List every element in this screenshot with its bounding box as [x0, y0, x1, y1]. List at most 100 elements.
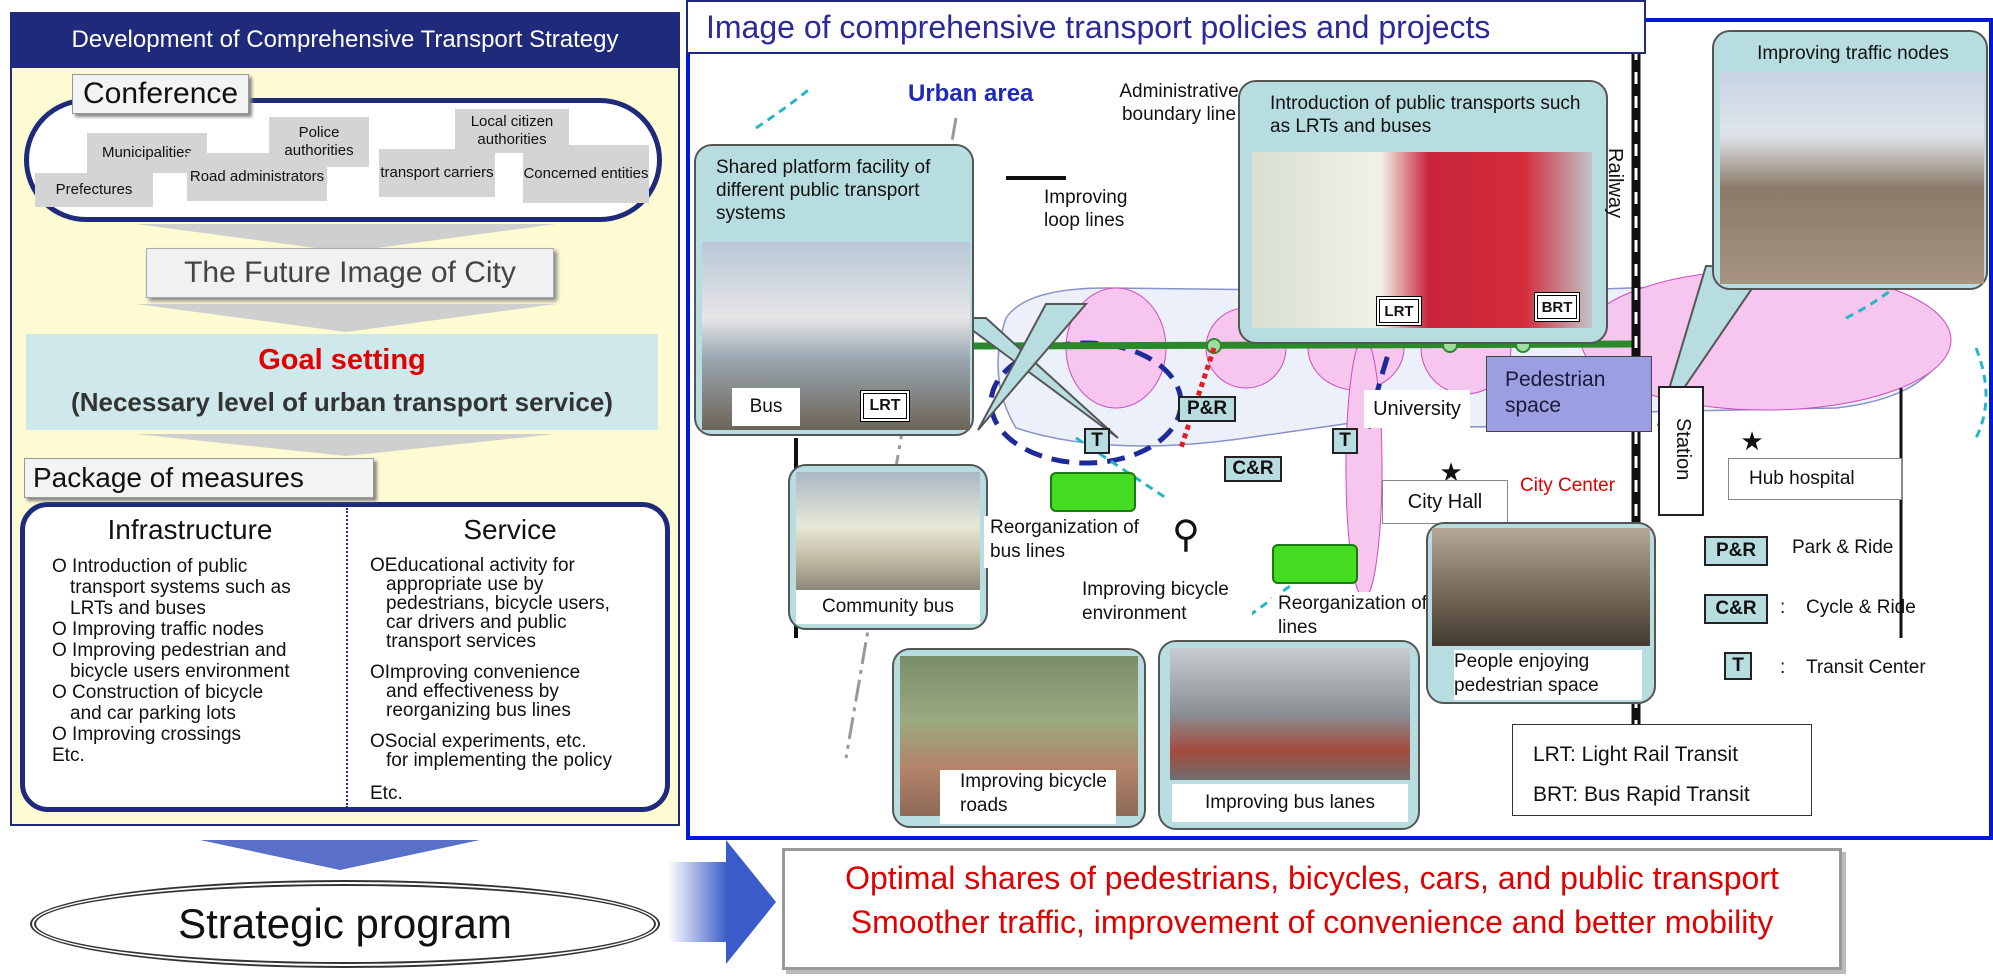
list-item: O Improving pedestrian and — [52, 640, 287, 661]
station-label: Station — [1672, 418, 1694, 481]
lrt-line — [965, 340, 1637, 350]
entity-prefectures: Prefectures — [35, 173, 153, 207]
list-item: OImproving convenience — [370, 662, 581, 683]
transit-center-icon: T — [1332, 428, 1358, 454]
leader-line — [1974, 347, 1988, 439]
list-item: and car parking lots — [70, 703, 236, 724]
boundary-line — [844, 117, 958, 759]
city-hall-label: City Hall — [1382, 480, 1508, 524]
park-ride-icon: P&R — [1178, 396, 1236, 422]
intro-public-label: Introduction of public transports such a… — [1270, 93, 1581, 137]
city-center-label: City Center — [1520, 475, 1616, 496]
shared-platform-label: Shared platform facility of different pu… — [716, 157, 931, 224]
list-item: appropriate use by — [386, 574, 544, 595]
service-list: OEducational activity for appropriate us… — [370, 556, 670, 803]
list-item: car drivers and public — [386, 612, 567, 633]
bus-icon — [1272, 544, 1358, 584]
list-item: and effectiveness by — [386, 681, 559, 702]
infrastructure-title: Infrastructure — [107, 514, 273, 545]
people-enjoying-label: People enjoying pedestrian space — [1454, 650, 1642, 700]
brt-badge: BRT — [1534, 292, 1580, 322]
outcome-box — [782, 848, 1842, 970]
flow-arrow — [136, 224, 556, 252]
package-divider — [346, 508, 348, 808]
bicycle-roads-label: Improving bicycle roads — [940, 770, 1116, 824]
university-label: University — [1364, 390, 1470, 428]
goal-subtitle: (Necessary level of urban transport serv… — [71, 387, 613, 417]
legend-colon: : — [1780, 657, 1786, 678]
reorg-bus-lines-1: Reorganization of bus lines — [984, 516, 1140, 568]
list-item: transport services — [386, 631, 536, 652]
conference-frame: Prefectures Municipalities Road administ… — [24, 98, 662, 222]
list-item: for implementing the policy — [386, 750, 612, 771]
bicycle-icon: ⚲ — [1172, 514, 1200, 556]
package-frame — [20, 502, 670, 812]
list-item: OEducational activity for — [370, 555, 575, 576]
entity-police: Police authorities — [269, 117, 369, 167]
transit-center-icon: T — [1084, 428, 1110, 454]
callout-pointer — [977, 303, 1089, 431]
map-title: Image of comprehensive transport policie… — [686, 0, 1646, 54]
legend-colon: : — [1780, 597, 1786, 618]
brt-definition: BRT: Bus Rapid Transit — [1533, 783, 1750, 806]
infrastructure-list: O Introduction of public transport syste… — [52, 556, 342, 766]
lrt-definition: LRT: Light Rail Transit — [1533, 743, 1739, 766]
list-item: O Improving traffic nodes — [52, 619, 264, 640]
service-title: Service — [463, 514, 557, 545]
goal-title: Goal setting — [258, 344, 426, 376]
entity-carriers: transport carriers — [379, 149, 495, 197]
goal-box — [26, 334, 658, 430]
hub-hospital-label: Hub hospital — [1728, 458, 1902, 500]
right-arrow-icon — [726, 840, 776, 964]
legend-park-ride: Park & Ride — [1792, 537, 1894, 558]
lrt-badge: LRT — [860, 390, 910, 422]
right-arrow-body — [668, 862, 728, 942]
conference-title: Conference — [72, 74, 250, 114]
railway-label: Railway — [1604, 148, 1626, 219]
definitions-box: LRT: Light Rail Transit BRT: Bus Rapid T… — [1512, 724, 1812, 816]
legend-park-ride-icon: P&R — [1704, 536, 1768, 566]
admin-boundary-label: Administrative boundary line — [1119, 81, 1239, 125]
lrt-photo-badge: LRT — [1376, 296, 1422, 326]
legend-cycle-ride: Cycle & Ride — [1806, 597, 1916, 618]
bicycle-env-label: Improving bicycle environment — [1076, 578, 1252, 630]
pedestrian-photo — [1432, 528, 1650, 646]
flow-arrow — [136, 304, 556, 332]
traffic-nodes-label: Improving traffic nodes — [1757, 43, 1949, 64]
station-box — [1658, 386, 1704, 516]
list-item: transport systems such as — [70, 577, 291, 598]
bus-lanes-label: Improving bus lanes — [1172, 784, 1408, 822]
future-image-box: The Future Image of City — [146, 248, 554, 298]
list-item: bicycle users environment — [70, 661, 290, 682]
urban-leader — [755, 86, 812, 130]
urban-area-label: Urban area — [908, 80, 1034, 107]
traffic-node-photo — [1720, 72, 1984, 284]
list-item: O Improving crossings — [52, 724, 242, 745]
list-item: O Introduction of public — [52, 556, 248, 577]
pedestrian-space-box: Pedestrian space — [1486, 356, 1652, 432]
down-arrow-icon — [200, 840, 480, 870]
legend-transit-center: Transit Center — [1806, 657, 1926, 678]
community-bus-photo — [796, 472, 980, 592]
cycle-ride-icon: C&R — [1224, 456, 1282, 482]
legend-cycle-ride-icon: C&R — [1704, 594, 1768, 624]
star-icon: ★ — [1740, 426, 1763, 456]
outcome-line-2: Smoother traffic, improvement of conveni… — [850, 904, 1774, 940]
loop-lines-label: Improving loop lines — [1044, 187, 1128, 231]
bus-icon — [1050, 472, 1136, 512]
list-item: Etc. — [370, 783, 403, 804]
entity-municipalities: Municipalities — [87, 133, 207, 173]
list-item: Etc. — [52, 745, 85, 766]
bus-lanes-photo — [1170, 648, 1410, 780]
community-bus-label: Community bus — [796, 590, 980, 624]
entity-concerned: Concerned entities — [523, 145, 649, 203]
bus-label: Bus — [732, 388, 800, 426]
list-item: O Construction of bicycle — [52, 682, 264, 703]
list-item: pedestrians, bicycle users, — [386, 593, 610, 614]
flow-arrow — [136, 434, 556, 456]
legend-transit-icon: T — [1724, 652, 1752, 680]
strategy-header: Development of Comprehensive Transport S… — [10, 12, 680, 68]
outcome-line-1: Optimal shares of pedestrians, bicycles,… — [845, 860, 1779, 896]
list-item: reorganizing bus lines — [386, 700, 571, 721]
star-icon: ★ — [1439, 457, 1462, 487]
